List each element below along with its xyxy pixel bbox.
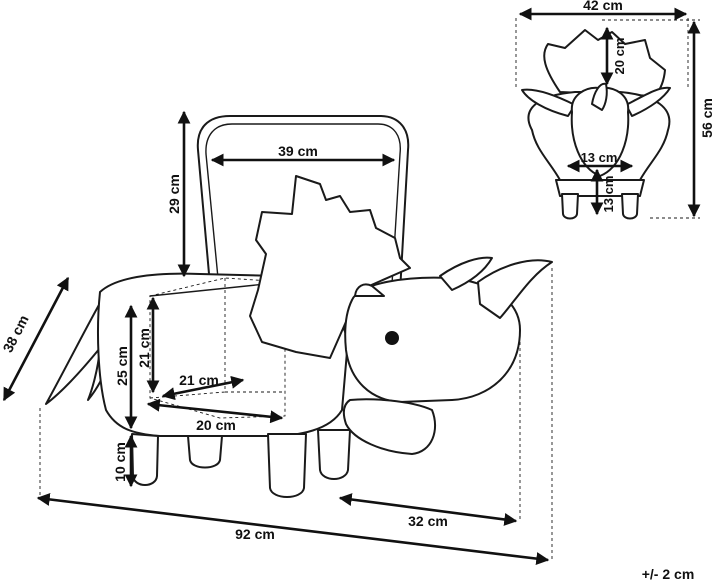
dim-head-length-label: 32 cm — [408, 513, 448, 529]
front-horn-left — [521, 88, 576, 117]
front-dimensions: 42 cm 20 cm 56 cm 13 cm 13 cm — [518, 0, 715, 218]
front-horn-right — [625, 86, 671, 117]
dim-inner-depth-label: 21 cm — [136, 328, 152, 368]
dim-front-width-label: 42 cm — [583, 0, 623, 13]
side-view — [39, 115, 553, 560]
head-horn-upper — [439, 256, 493, 291]
dim-tail-length-label: 38 cm — [0, 312, 32, 355]
dim-head-length-arrow — [338, 493, 518, 526]
dim-bottom-width-label: 20 cm — [196, 417, 236, 433]
open-lid-inner — [205, 123, 401, 285]
dim-overall-length-label: 92 cm — [235, 526, 275, 542]
front-view — [515, 18, 700, 220]
front-leg-left — [561, 193, 579, 220]
dim-overall-height-label: 56 cm — [699, 98, 715, 138]
tolerance-note: +/- 2 cm — [642, 566, 695, 581]
dim-overall-length-arrow — [36, 492, 550, 566]
head-horn-main — [477, 259, 553, 319]
leg-back-inner — [187, 435, 223, 469]
dim-seat-height-label: 25 cm — [114, 346, 130, 386]
dim-lid-width-label: 39 cm — [278, 143, 318, 159]
dim-front-leg-height-label: 13 cm — [601, 176, 616, 213]
leg-front — [317, 429, 351, 480]
dim-lid-height-label: 29 cm — [166, 174, 182, 214]
head — [344, 276, 521, 403]
dim-tail-length-arrow — [2, 276, 70, 402]
eye — [385, 331, 399, 345]
dim-bottom-width-arrow — [146, 398, 284, 424]
brow-horn — [354, 283, 385, 297]
leg-front-inner — [267, 433, 307, 498]
dim-inner-width-label: 21 cm — [179, 372, 219, 388]
jaw — [342, 398, 437, 455]
front-leg-right — [621, 193, 639, 220]
side-dimensions: 39 cm 29 cm 38 cm 25 cm 21 cm 21 cm 20 c… — [0, 110, 550, 566]
dim-leg-height-label: 10 cm — [112, 442, 128, 482]
dim-crest-height-label: 20 cm — [612, 38, 627, 75]
leg-back — [131, 433, 159, 486]
head-frill — [249, 175, 411, 359]
dim-inner-width-arrow — [161, 375, 245, 401]
dim-front-body-width-label: 13 cm — [581, 150, 618, 165]
